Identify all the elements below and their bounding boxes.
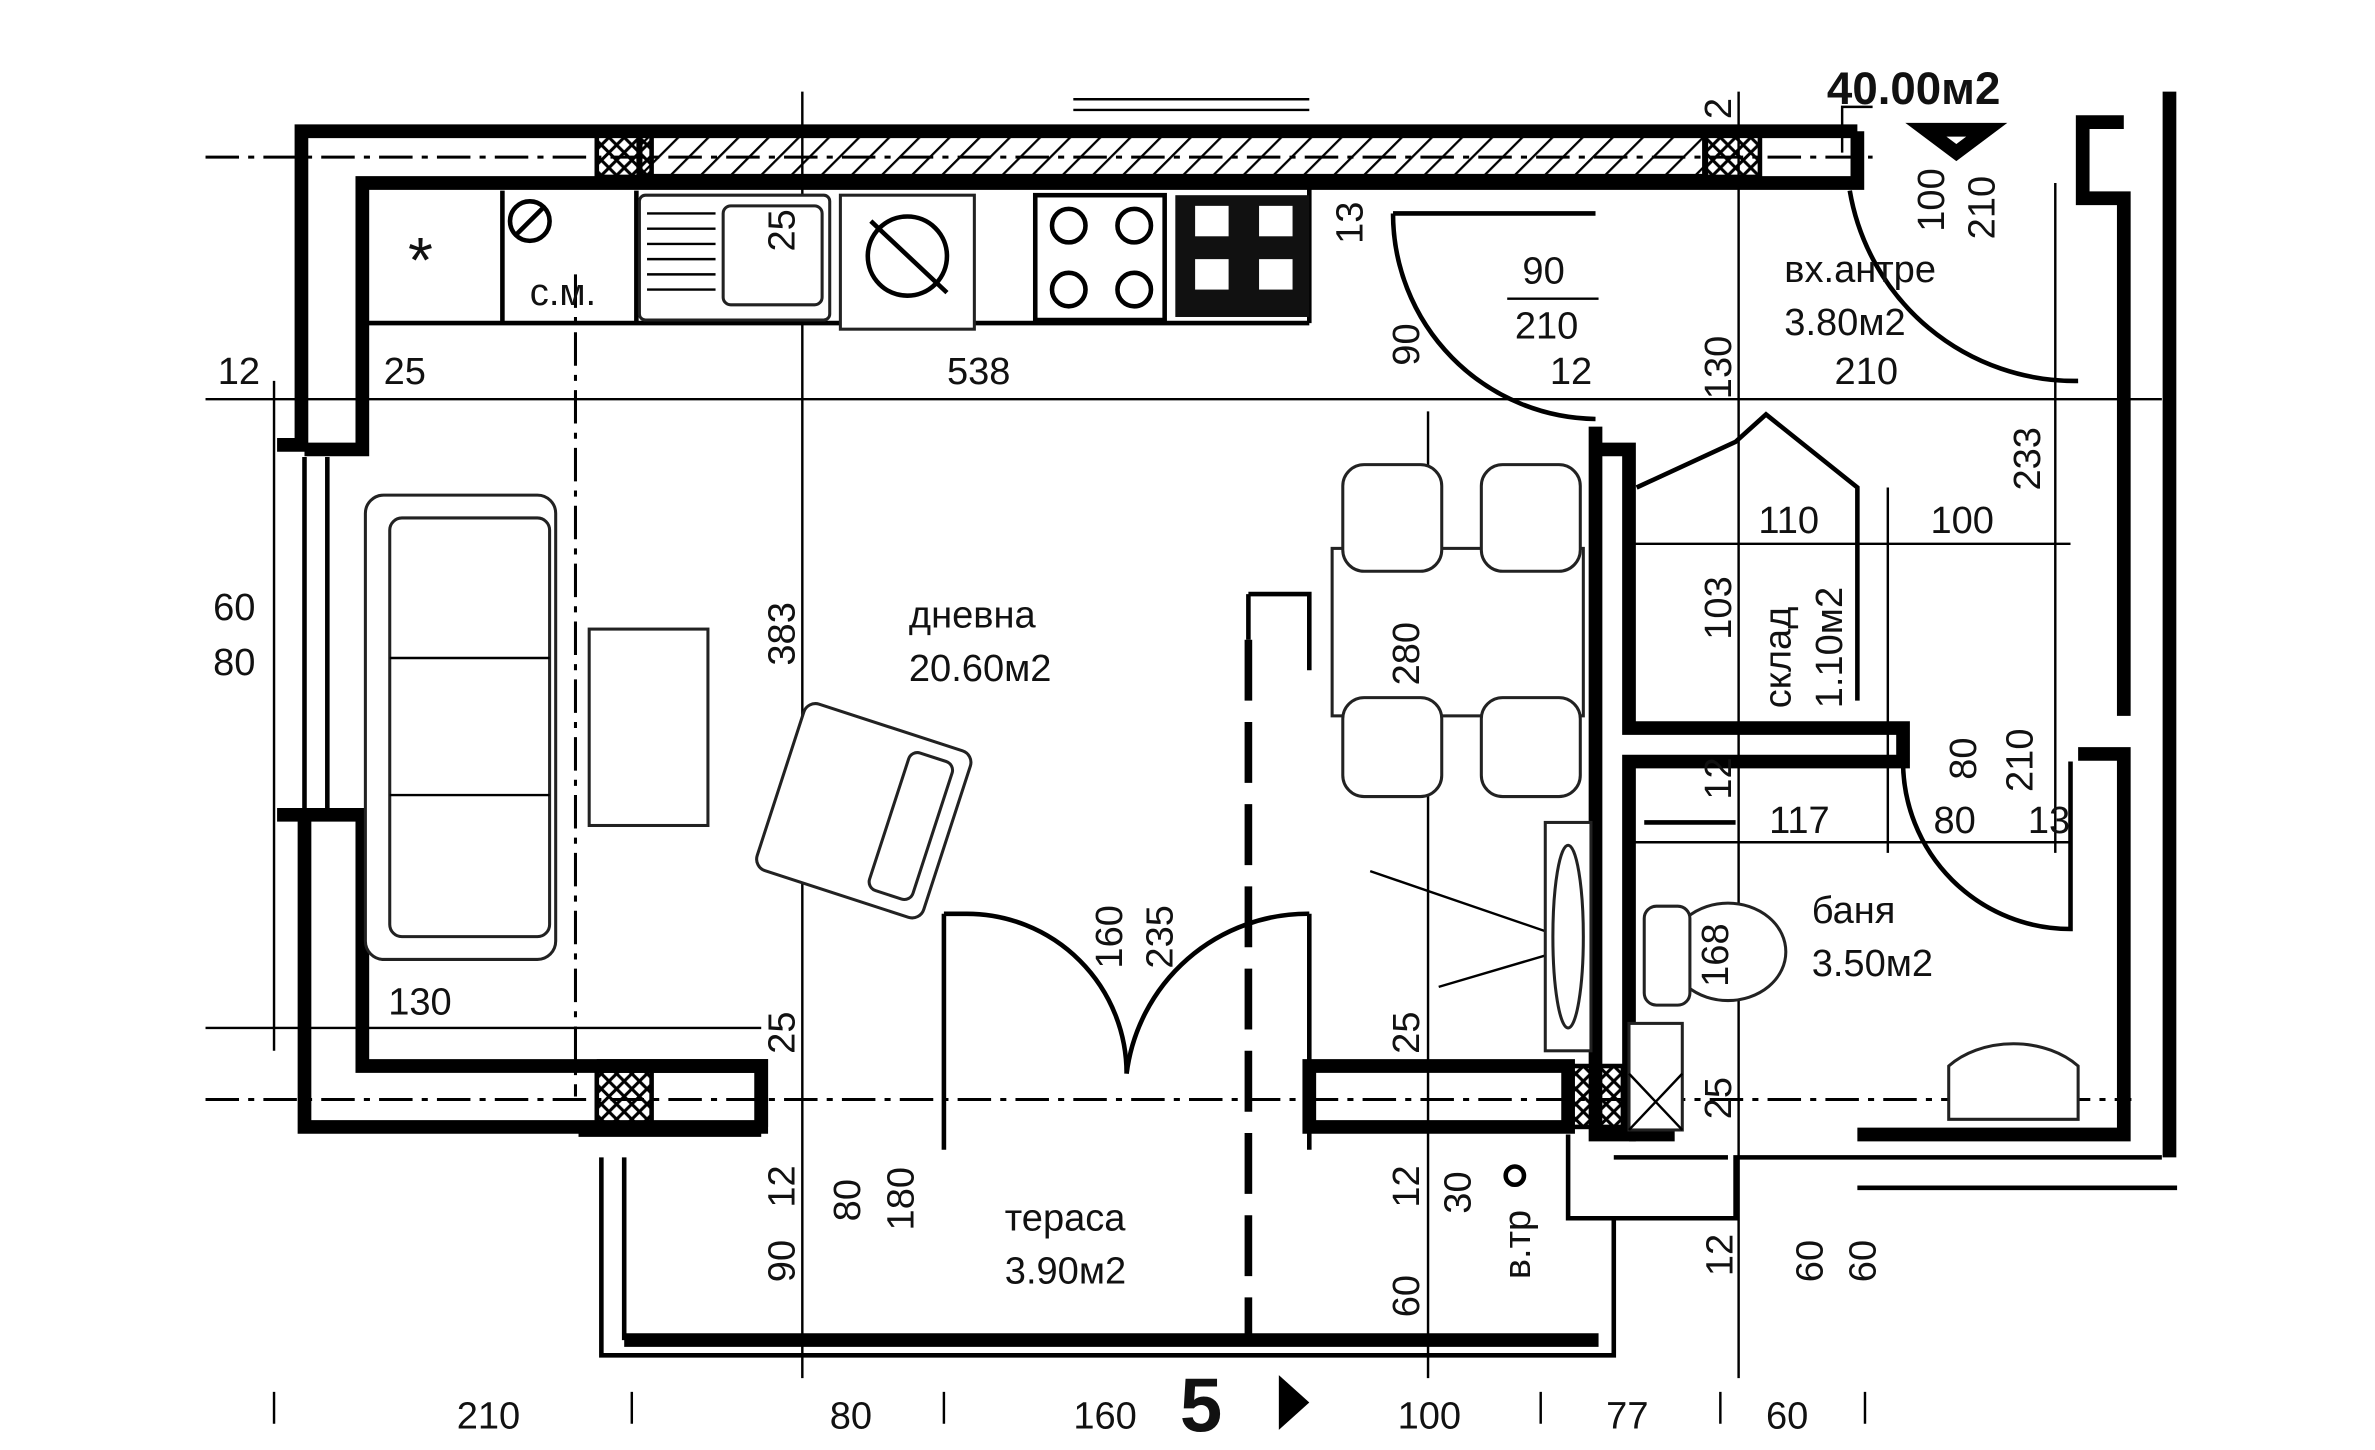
- dim-label: 12: [1386, 1165, 1428, 1207]
- dim-label: 180: [880, 1167, 922, 1230]
- section-arrow-icon: [1278, 1375, 1310, 1430]
- dim-label: 210: [1961, 176, 2003, 239]
- dim-label: 130: [388, 981, 451, 1023]
- fridge-symbol: *: [408, 224, 433, 296]
- dim-label: 25: [762, 209, 804, 251]
- dim-label: 25: [1386, 1012, 1428, 1054]
- dim-label: 235: [1139, 905, 1181, 968]
- dim-label: 110: [1758, 500, 1819, 542]
- dim-label: 12: [218, 351, 260, 393]
- dim-label: 280: [1386, 622, 1428, 685]
- vertical-dimensions: 25 13 90 130 233 100 210 383 280 103 12 …: [762, 98, 2049, 1317]
- dim-label: 80: [830, 1395, 872, 1437]
- dim-label: 100: [1911, 168, 1953, 231]
- living-room-area: 20.60м2: [909, 648, 1052, 690]
- dim-label: 538: [947, 351, 1010, 393]
- dim-label: 233: [2007, 427, 2049, 490]
- dim-label: 13: [1330, 202, 1372, 244]
- washing-machine-label: с.м.: [530, 272, 596, 314]
- dim-label: 100: [1398, 1395, 1461, 1437]
- dim-label: 12: [1698, 757, 1740, 799]
- terrace-name: тераса: [1005, 1197, 1127, 1239]
- dim-label: 80: [827, 1179, 869, 1221]
- storage-area: 1.10м2: [1809, 587, 1851, 708]
- dim-label: 100: [1930, 500, 1993, 542]
- dim-label: 130: [1698, 336, 1740, 399]
- dim-label: 77: [1606, 1395, 1648, 1437]
- dim-label: 383: [762, 602, 804, 665]
- dim-label: 210: [457, 1395, 520, 1437]
- terrace-area: 3.90м2: [1005, 1251, 1126, 1293]
- dim-label: 210: [1835, 351, 1898, 393]
- dim-label: 80: [1933, 800, 1975, 842]
- dim-label: 90: [1386, 323, 1428, 365]
- dim-label: 160: [1089, 905, 1131, 968]
- dim-label: 2: [1698, 98, 1740, 119]
- dim-label: 210: [1999, 729, 2041, 792]
- water-heater-label: в.тр: [1497, 1210, 1539, 1279]
- dim-label: 80: [213, 642, 255, 684]
- dim-label: 12: [1550, 351, 1592, 393]
- dim-label: 60: [213, 587, 255, 629]
- dim-label: 13: [2028, 800, 2070, 842]
- dim-label: 168: [1695, 923, 1737, 986]
- section-mark: 5: [1180, 1363, 1222, 1448]
- entrance-name: вх.антре: [1784, 249, 1936, 291]
- room-labels: дневна 20.60м2 вх.антре 3.80м2 склад 1.1…: [408, 63, 2000, 1449]
- kitchen: [362, 183, 1312, 331]
- dim-label: 210: [1515, 305, 1578, 347]
- dim-label: 60: [1766, 1395, 1808, 1437]
- dim-label: 80: [1943, 737, 1985, 779]
- bathroom-name: баня: [1812, 890, 1896, 932]
- living-room-name: дневна: [909, 595, 1037, 637]
- dim-label: 90: [762, 1240, 804, 1282]
- dim-label: 60: [1843, 1240, 1885, 1282]
- dim-label: 60: [1386, 1275, 1428, 1317]
- dim-label: 25: [384, 351, 426, 393]
- dim-label: 60: [1789, 1240, 1831, 1282]
- bathroom-area: 3.50м2: [1812, 943, 1933, 985]
- dim-label: 25: [762, 1012, 804, 1054]
- bottom-dimensions: 210 80 160 100 77 60: [457, 1395, 1809, 1437]
- entrance-area: 3.80м2: [1784, 302, 1905, 344]
- horizontal-dimensions: 12 25 538 12 210 110 100 117 80 13 130 6…: [213, 250, 2070, 1023]
- dim-label: 30: [1438, 1171, 1480, 1213]
- dim-label: 12: [1700, 1234, 1742, 1276]
- furniture: [363, 463, 2080, 1188]
- dim-label: 90: [1522, 250, 1564, 292]
- dim-label: 12: [762, 1165, 804, 1207]
- dim-label: 117: [1769, 800, 1830, 842]
- dim-label: 160: [1073, 1395, 1136, 1437]
- dim-label: 25: [1698, 1077, 1740, 1119]
- total-area: 40.00м2: [1827, 63, 2000, 114]
- storage-name: склад: [1757, 607, 1799, 709]
- dim-label: 103: [1698, 576, 1740, 639]
- doors: [941, 98, 2079, 1150]
